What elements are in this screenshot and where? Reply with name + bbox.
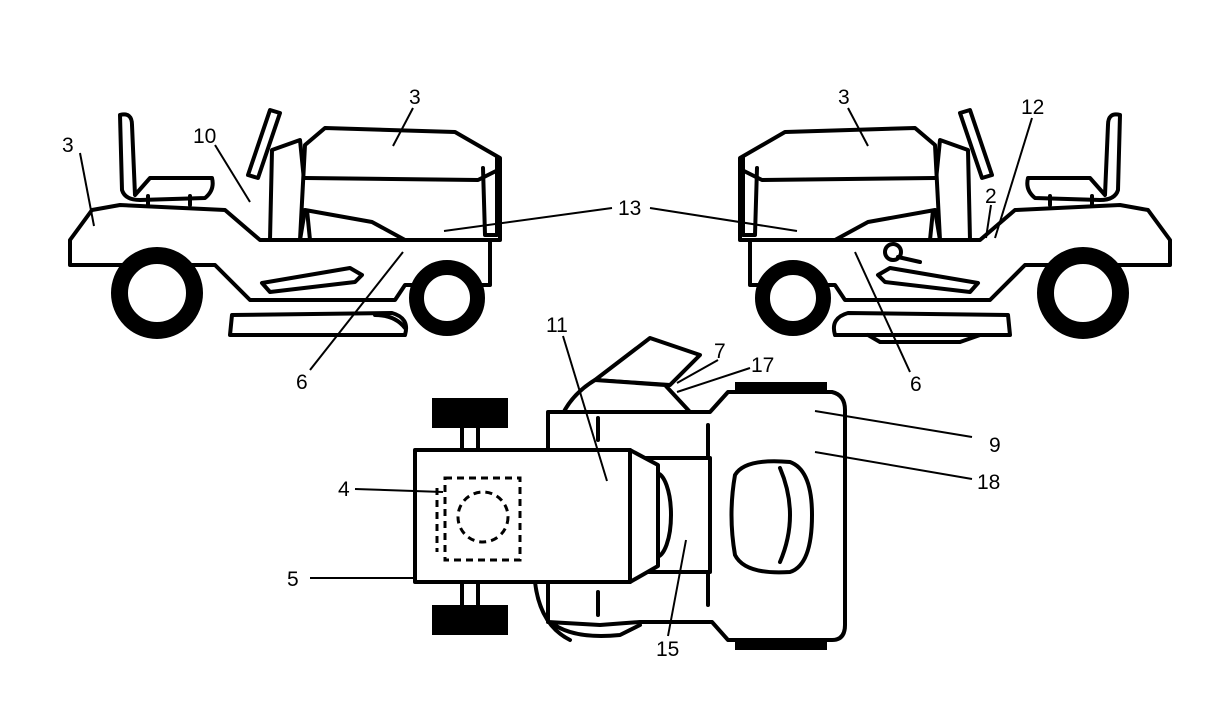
top-front-left-wheel <box>432 398 508 428</box>
top-hood <box>413 448 660 584</box>
callout-left-seat: 3 <box>62 134 74 157</box>
right-seat <box>1025 112 1122 202</box>
callout-right-lever: 2 <box>985 185 997 208</box>
leader-lines <box>79 107 1033 637</box>
callout-top-floor: 15 <box>656 638 679 661</box>
callout-right-rear: 12 <box>1021 96 1044 119</box>
top-seat <box>729 459 814 575</box>
right-steering-wheel <box>958 108 994 180</box>
callout-top-grille: 4 <box>338 478 350 501</box>
callout-labels: 3 3 10 6 13 3 6 2 12 11 4 5 7 17 9 18 15 <box>62 86 1044 661</box>
left-mower-deck <box>228 311 409 337</box>
callout-top-chute-b: 17 <box>751 354 774 377</box>
left-pedal <box>260 266 364 294</box>
right-pedal <box>876 266 980 294</box>
callout-right-side: 6 <box>910 373 922 396</box>
right-side-view-tractor <box>738 108 1172 344</box>
callout-top-seat-b: 18 <box>977 471 1000 494</box>
callout-left-fender: 10 <box>193 125 216 148</box>
top-view-tractor <box>413 336 847 650</box>
left-seat <box>118 112 215 202</box>
left-steering-wheel <box>246 108 282 180</box>
right-hood <box>738 126 942 242</box>
callout-top-front: 5 <box>287 568 299 591</box>
left-side-view-tractor <box>68 108 502 339</box>
top-engine-outline <box>443 476 522 562</box>
callout-top-hood: 11 <box>546 314 568 337</box>
callout-top-chute-a: 7 <box>714 340 726 363</box>
callout-left-hood: 3 <box>409 86 421 109</box>
callout-left-side: 6 <box>296 371 308 394</box>
callout-right-hood: 3 <box>838 86 850 109</box>
left-hood <box>298 126 502 242</box>
callout-center: 13 <box>618 197 641 220</box>
right-mower-deck <box>831 311 1012 337</box>
top-front-right-wheel <box>432 605 508 635</box>
callout-top-seat-a: 9 <box>989 434 1001 457</box>
